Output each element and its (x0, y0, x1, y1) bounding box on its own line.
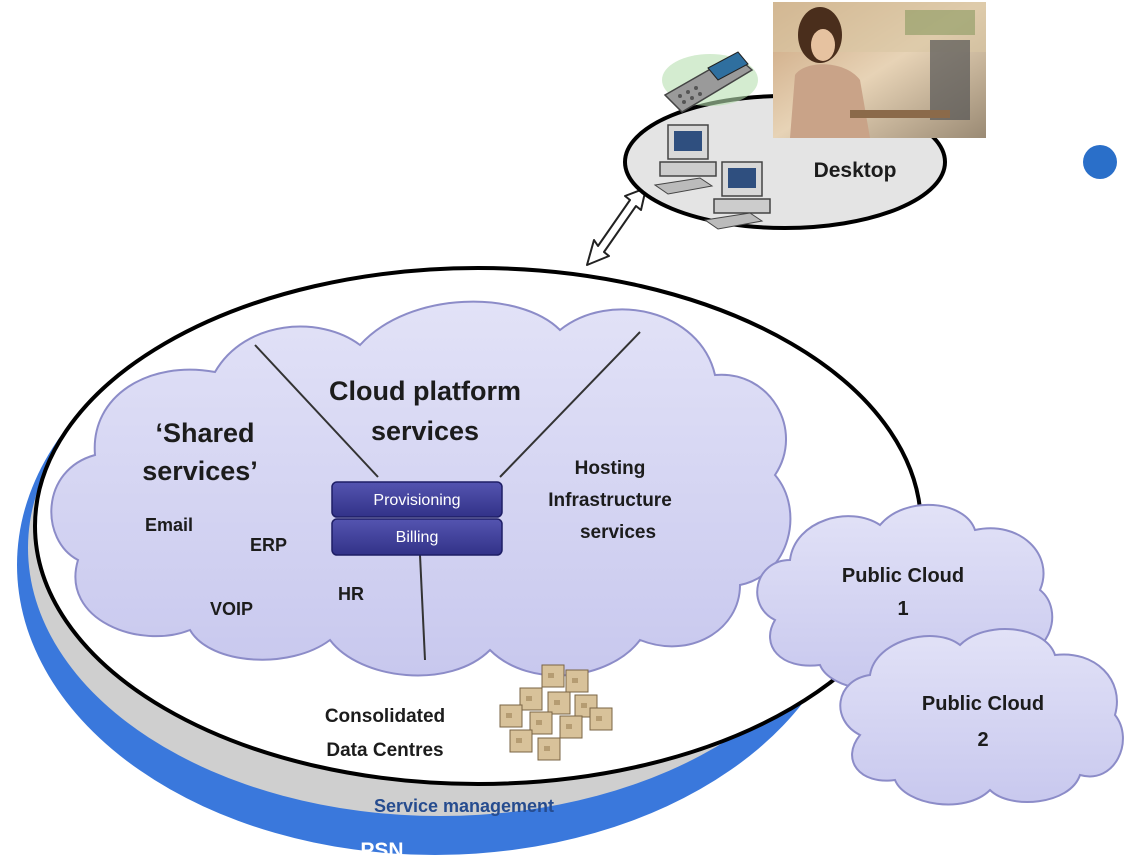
data-centres-label: Consolidated (325, 706, 445, 727)
public-cloud-1-label: Public Cloud (842, 565, 964, 587)
shared-services-title-line2: services’ (142, 456, 258, 486)
computer-icon (653, 124, 771, 230)
hosting-title-line2: Infrastructure (548, 490, 672, 511)
provisioning-box: Provisioning (331, 481, 503, 518)
cloud-platform-title: Cloud platform (329, 376, 521, 406)
boxes-icon (499, 664, 613, 761)
public-cloud-2-number: 2 (977, 729, 988, 751)
shared-service-email: Email (145, 515, 193, 535)
mobile-phone-icon (662, 51, 758, 113)
provisioning-label: Provisioning (373, 492, 460, 509)
shared-service-erp: ERP (250, 535, 287, 555)
shared-services-title: ‘Shared (155, 418, 254, 448)
bullet-dot (1083, 145, 1117, 179)
billing-label: Billing (396, 529, 439, 546)
double-arrow-icon (586, 187, 647, 266)
billing-box: Billing (331, 518, 503, 556)
desktop-label: Desktop (814, 159, 897, 182)
public-cloud-2: Public Cloud 2 (839, 628, 1124, 806)
shared-service-voip: VOIP (210, 599, 253, 619)
hosting-title-line3: services (580, 522, 656, 543)
service-management-label: Service management (374, 796, 554, 816)
hosting-title: Hosting (575, 458, 646, 479)
desktop-photo (773, 2, 986, 138)
psn-label: PSN (360, 839, 403, 862)
cloud-platform-title-line2: services (371, 416, 479, 446)
shared-service-hr: HR (338, 584, 364, 604)
public-cloud-2-label: Public Cloud (922, 693, 1044, 715)
public-cloud-1-number: 1 (897, 598, 908, 620)
data-centres-label-line2: Data Centres (326, 740, 443, 761)
